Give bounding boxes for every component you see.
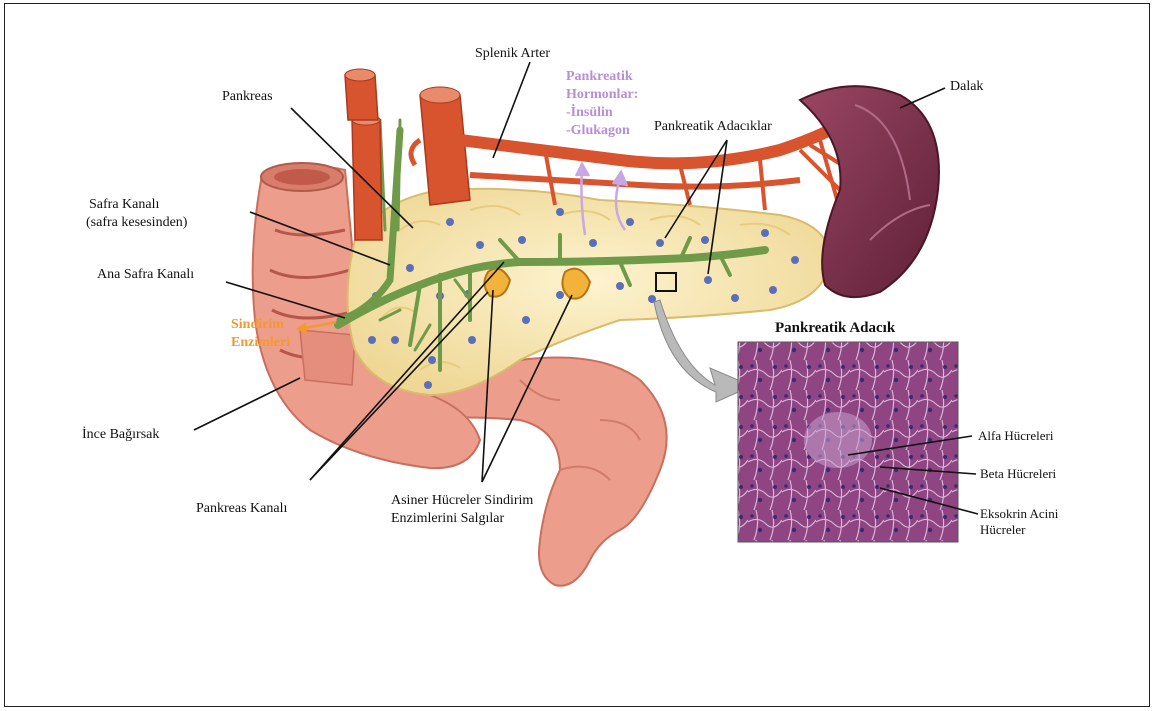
label-splenic-artery: Splenik Arter	[475, 45, 550, 62]
label-hormones-title-1: Pankreatik	[566, 68, 633, 86]
label-bile-duct-note: (safra kesesinden)	[86, 214, 187, 231]
label-bile-duct: Safra Kanalı	[89, 196, 159, 213]
label-pancreas: Pankreas	[222, 88, 273, 105]
label-islet-title: Pankreatik Adacık	[775, 320, 895, 337]
label-spleen: Dalak	[950, 78, 983, 95]
label-pancreatic-duct: Pankreas Kanalı	[196, 500, 287, 517]
label-exocrine-cells-2: Hücreler	[980, 522, 1025, 538]
label-small-intestine: İnce Bağırsak	[82, 426, 159, 443]
label-hormones-title-2: Hormonlar:	[566, 86, 638, 104]
label-hormone-insulin: -İnsülin	[566, 104, 613, 122]
islet-region	[804, 412, 872, 468]
label-digestive-enzymes-1: Sindirim	[231, 316, 284, 334]
label-common-bile-duct: Ana Safra Kanalı	[97, 266, 194, 283]
label-exocrine-cells-1: Eksokrin Acini	[980, 506, 1058, 522]
label-hormone-glucagon: -Glukagon	[566, 122, 630, 140]
label-alpha-cells: Alfa Hücreleri	[978, 428, 1053, 444]
label-pancreatic-islets: Pankreatik Adacıklar	[654, 118, 772, 135]
label-beta-cells: Beta Hücreleri	[980, 466, 1056, 482]
label-digestive-enzymes-2: Enzimleri	[231, 334, 290, 352]
label-acinar-1: Asiner Hücreler Sindirim	[391, 492, 533, 509]
label-acinar-2: Enzimlerini Salgılar	[391, 510, 504, 527]
